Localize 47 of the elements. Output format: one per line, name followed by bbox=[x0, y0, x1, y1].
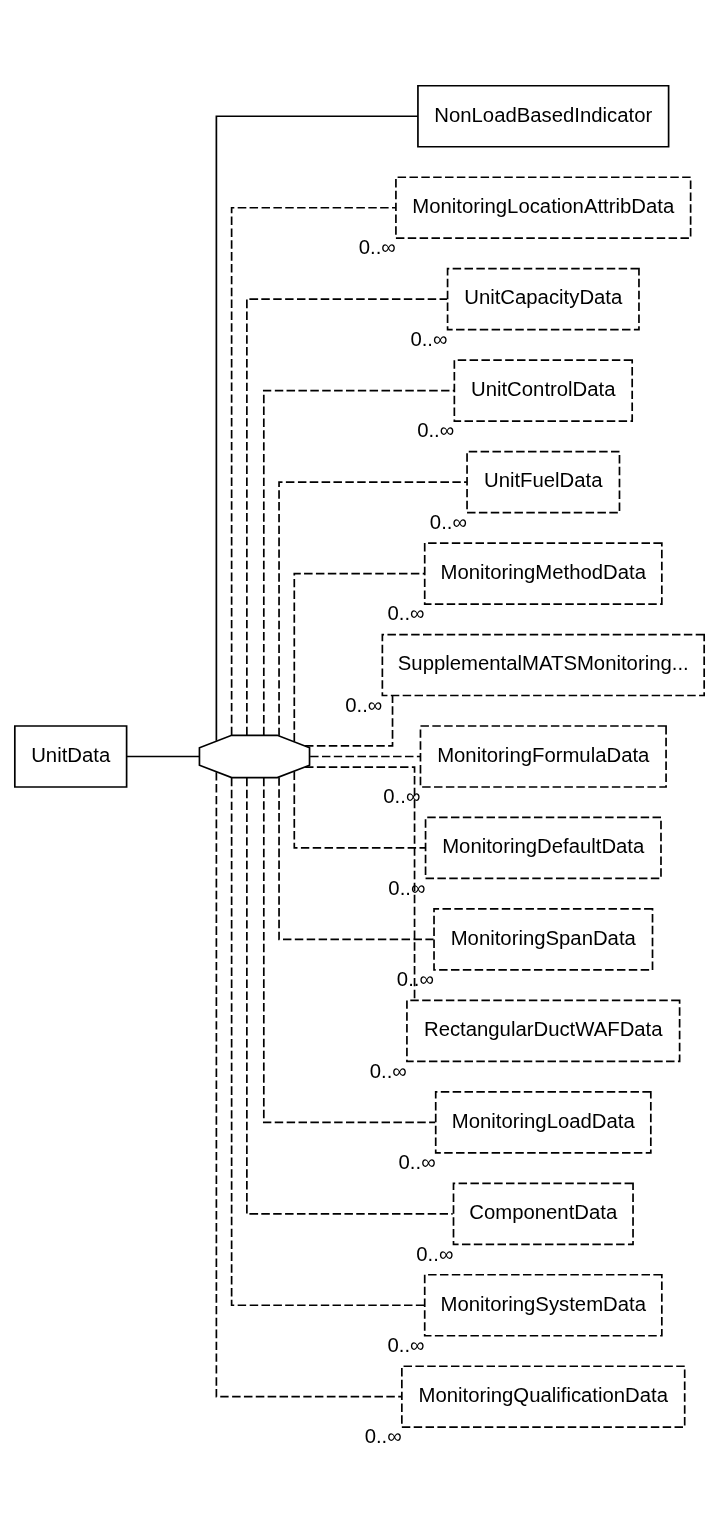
node-label: 0..∞ bbox=[388, 876, 426, 899]
connector bbox=[262, 389, 455, 736]
node-box: UnitCapacityData bbox=[446, 267, 640, 330]
node-label: 0..∞ bbox=[417, 418, 455, 441]
connector bbox=[278, 776, 435, 940]
node-label: 0..∞ bbox=[358, 235, 396, 258]
node-label: 0..∞ bbox=[364, 1424, 402, 1447]
node-box: UnitData bbox=[14, 724, 128, 788]
node-label: 0..∞ bbox=[387, 601, 425, 624]
node-label: 0..∞ bbox=[410, 327, 448, 350]
connector bbox=[126, 755, 201, 757]
node-octagon bbox=[198, 733, 311, 778]
node-label: 0..∞ bbox=[383, 784, 421, 807]
node-label: 0..∞ bbox=[345, 693, 383, 716]
node-box: MonitoringSystemData bbox=[423, 1273, 663, 1337]
connector bbox=[215, 114, 419, 741]
node-box: UnitControlData bbox=[453, 358, 634, 422]
node-label: 0..∞ bbox=[396, 967, 434, 990]
connector bbox=[304, 765, 416, 1001]
node-box: RectangularDuctWAFData bbox=[406, 999, 681, 1062]
node-box: NonLoadBasedIndicator bbox=[417, 84, 670, 148]
connector bbox=[262, 776, 437, 1123]
connector bbox=[293, 770, 427, 849]
node-label: 0..∞ bbox=[369, 1059, 407, 1082]
connector bbox=[246, 297, 448, 736]
node-box: MonitoringSpanData bbox=[433, 907, 654, 971]
node-label: 0..∞ bbox=[387, 1333, 425, 1356]
node-box: ComponentData bbox=[452, 1181, 634, 1245]
node-box: MonitoringFormulaData bbox=[419, 724, 667, 788]
connector bbox=[304, 694, 394, 747]
node-box: MonitoringLoadData bbox=[434, 1090, 652, 1154]
connector bbox=[230, 776, 426, 1306]
connector bbox=[230, 206, 397, 736]
node-box: MonitoringQualificationData bbox=[401, 1364, 686, 1428]
connector bbox=[309, 755, 422, 757]
node-label: 0..∞ bbox=[429, 510, 467, 533]
connector bbox=[278, 480, 468, 737]
connector bbox=[215, 770, 403, 1398]
node-box: UnitFuelData bbox=[466, 450, 621, 513]
node-box: SupplementalMATSMonitoring... bbox=[381, 633, 705, 696]
connector bbox=[293, 572, 426, 742]
node-box: MonitoringLocationAttribData bbox=[395, 175, 692, 239]
node-box: MonitoringDefaultData bbox=[424, 816, 662, 879]
node-box: MonitoringMethodData bbox=[423, 541, 663, 605]
connector bbox=[246, 776, 454, 1215]
node-label: 0..∞ bbox=[398, 1150, 436, 1173]
node-label: 0..∞ bbox=[416, 1242, 454, 1265]
